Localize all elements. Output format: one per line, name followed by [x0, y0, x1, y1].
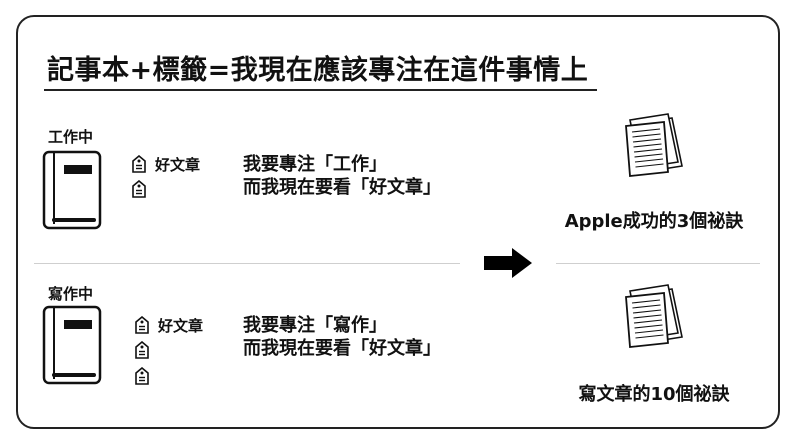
documents-stack-icon: [625, 284, 683, 348]
divider-left: [34, 263, 460, 264]
divider-right: [556, 263, 760, 264]
description-text: 我要專注「寫作」 而我現在要看「好文章」: [243, 314, 441, 360]
diagram-frame: [16, 15, 780, 429]
tag-icon: [135, 316, 149, 334]
tag-name: 好文章: [158, 317, 204, 335]
description-line-1: 我要專注「寫作」: [243, 315, 387, 336]
tag-name: 好文章: [155, 156, 201, 174]
notebook-label-writing: 寫作中: [48, 285, 94, 303]
result-caption: 寫文章的10個祕訣: [578, 384, 730, 405]
tag-icon: [132, 155, 146, 173]
description-line-2: 而我現在要看「好文章」: [243, 177, 441, 198]
tag-icon: [135, 367, 149, 385]
description-line-2: 而我現在要看「好文章」: [243, 338, 441, 359]
right-arrow-icon: [484, 248, 532, 278]
title-underline: [44, 89, 597, 91]
tag-icon: [132, 180, 146, 198]
documents-stack-icon: [625, 113, 683, 177]
result-caption: Apple成功的3個祕訣: [564, 211, 744, 232]
tag-icon: [135, 341, 149, 359]
notebook-label-work: 工作中: [48, 128, 94, 146]
notebook-icon: [42, 305, 102, 385]
diagram-title: 記事本+標籤=我現在應該專注在這件事情上: [47, 55, 589, 86]
description-text: 我要專注「工作」 而我現在要看「好文章」: [243, 153, 441, 199]
notebook-icon: [42, 150, 102, 230]
description-line-1: 我要專注「工作」: [243, 154, 387, 175]
